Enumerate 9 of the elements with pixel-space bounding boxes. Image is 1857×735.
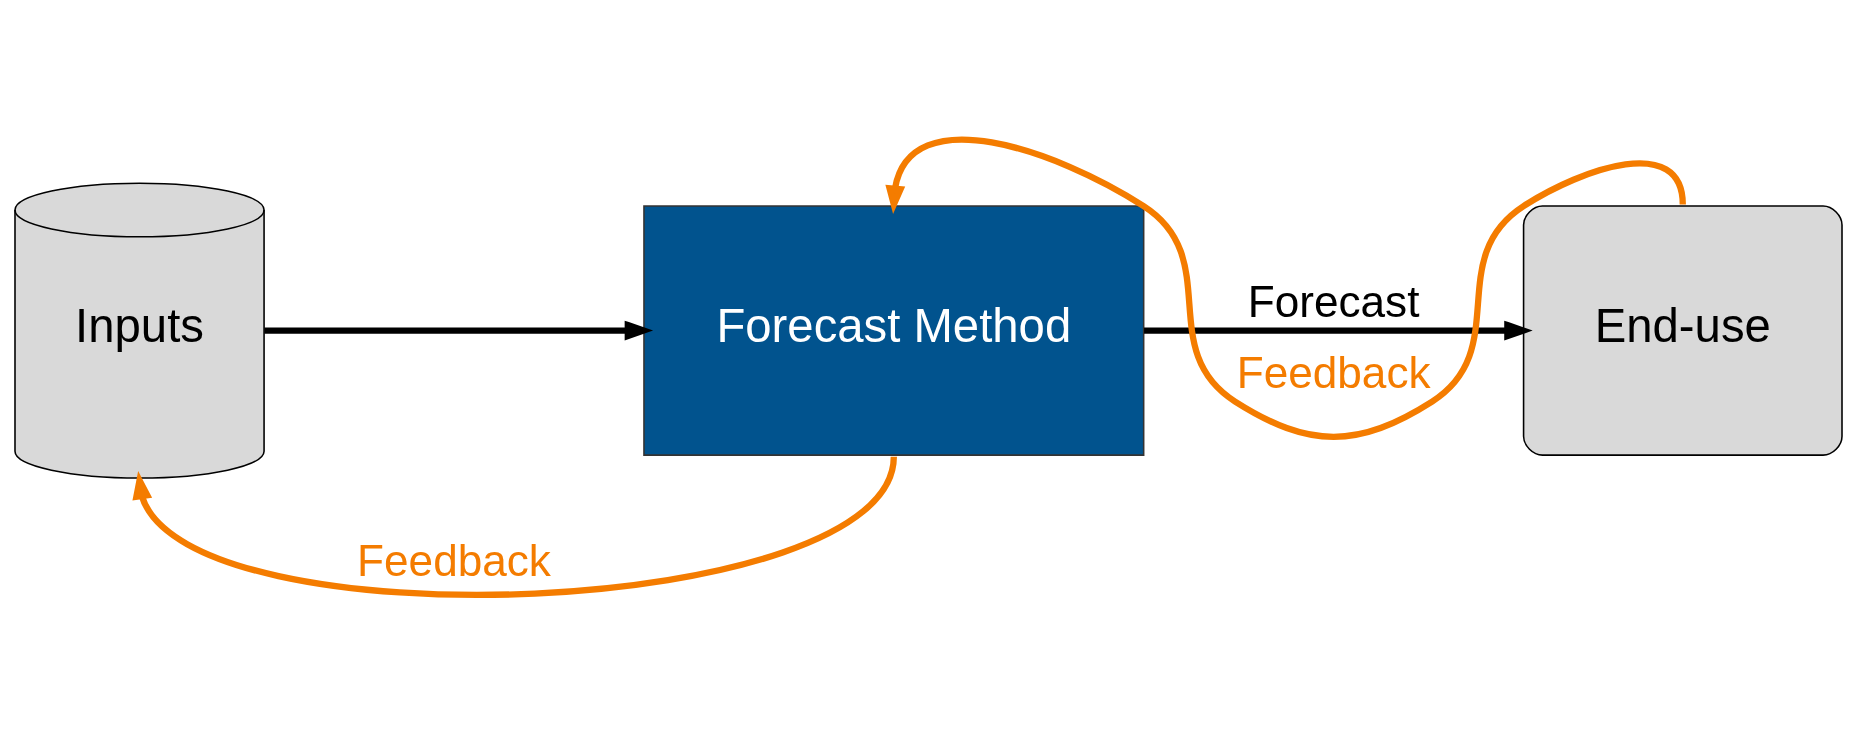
node-box: End-use	[1522, 205, 1843, 456]
arrow	[132, 455, 897, 598]
edge-label: Forecast	[1247, 277, 1420, 327]
arrow	[264, 320, 654, 341]
arrow	[1144, 320, 1533, 341]
node-box: Forecast Method	[643, 205, 1145, 456]
arrow	[885, 136, 1686, 440]
edge-label: Feedback	[1236, 347, 1431, 397]
edge-label: Feedback	[357, 535, 551, 585]
